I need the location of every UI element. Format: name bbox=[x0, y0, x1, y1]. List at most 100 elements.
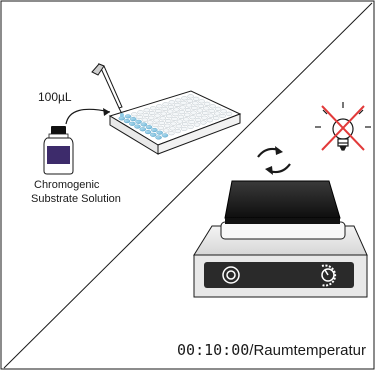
filled-well bbox=[135, 119, 142, 124]
empty-well bbox=[176, 119, 184, 124]
no-light-icon bbox=[315, 102, 371, 151]
empty-well bbox=[147, 115, 155, 120]
filled-well bbox=[139, 127, 147, 132]
filled-well bbox=[118, 116, 126, 121]
empty-well bbox=[185, 103, 193, 108]
empty-well bbox=[136, 114, 143, 120]
incubation-condition: Raumtemperatur bbox=[253, 342, 366, 359]
empty-well bbox=[170, 121, 177, 126]
empty-well bbox=[187, 124, 194, 129]
empty-well bbox=[161, 106, 168, 111]
filled-well bbox=[161, 133, 169, 138]
empty-well bbox=[179, 105, 186, 110]
empty-well bbox=[203, 101, 211, 106]
empty-well bbox=[152, 123, 159, 128]
transfer-arrow bbox=[65, 108, 111, 125]
empty-well bbox=[168, 131, 175, 136]
empty-well bbox=[148, 110, 156, 116]
empty-well bbox=[175, 124, 183, 129]
empty-well bbox=[142, 112, 150, 118]
empty-well bbox=[212, 116, 220, 121]
empty-well bbox=[180, 100, 187, 105]
empty-well bbox=[193, 122, 201, 127]
empty-well bbox=[171, 116, 178, 121]
empty-well bbox=[143, 108, 151, 113]
filled-well bbox=[134, 124, 141, 129]
empty-well bbox=[208, 108, 215, 113]
empty-well bbox=[158, 120, 166, 126]
filled-well bbox=[155, 135, 162, 140]
filled-well bbox=[123, 119, 131, 124]
empty-well bbox=[207, 113, 215, 118]
empty-well bbox=[183, 112, 191, 117]
control-panel bbox=[204, 262, 354, 288]
speed-dial-icon bbox=[222, 266, 240, 284]
diagonal-divider bbox=[3, 2, 373, 369]
empty-well bbox=[206, 118, 214, 123]
empty-well bbox=[166, 109, 174, 114]
empty-well bbox=[189, 115, 196, 120]
empty-well bbox=[168, 100, 176, 105]
empty-well bbox=[197, 103, 205, 108]
empty-well bbox=[164, 118, 172, 124]
empty-well bbox=[178, 110, 186, 115]
incubation-separator: / bbox=[249, 342, 254, 359]
filled-well bbox=[129, 121, 136, 126]
empty-well bbox=[177, 114, 185, 119]
empty-well bbox=[225, 111, 233, 116]
empty-well bbox=[174, 98, 182, 103]
empty-well bbox=[153, 118, 160, 123]
empty-well bbox=[188, 119, 195, 125]
volume-label: 100µL bbox=[38, 90, 72, 104]
empty-well bbox=[192, 101, 199, 106]
timer-dial-icon bbox=[321, 264, 337, 287]
empty-well bbox=[163, 123, 171, 128]
empty-well bbox=[173, 107, 180, 112]
empty-well bbox=[196, 108, 204, 113]
filled-well bbox=[150, 132, 157, 137]
transfer-arrowhead bbox=[103, 108, 110, 116]
empty-well bbox=[200, 120, 207, 125]
empty-well bbox=[195, 113, 203, 118]
empty-well bbox=[202, 106, 210, 111]
empty-well bbox=[172, 112, 179, 117]
empty-well bbox=[181, 96, 188, 101]
empty-well bbox=[154, 113, 161, 118]
empty-well bbox=[174, 129, 182, 134]
empty-well bbox=[219, 113, 226, 119]
empty-well bbox=[155, 108, 162, 114]
reagent-label-line2: Substrate Solution bbox=[31, 193, 121, 205]
empty-well bbox=[209, 104, 216, 109]
empty-well bbox=[192, 96, 200, 101]
empty-well bbox=[182, 117, 190, 122]
empty-well bbox=[162, 102, 169, 107]
empty-well bbox=[198, 99, 205, 104]
empty-well bbox=[184, 107, 192, 113]
empty-well bbox=[174, 102, 181, 107]
filled-well bbox=[124, 114, 132, 119]
plate-wells bbox=[118, 94, 233, 140]
reagent-bottle-icon bbox=[43, 126, 74, 175]
orbital-shaker-icon bbox=[193, 180, 368, 298]
empty-well bbox=[180, 126, 188, 131]
empty-well bbox=[190, 110, 197, 115]
empty-well bbox=[181, 122, 189, 127]
incubation-time: 00:10:00 bbox=[177, 341, 249, 359]
empty-well bbox=[157, 125, 165, 130]
empty-well bbox=[165, 114, 173, 119]
filled-well bbox=[130, 117, 137, 122]
empty-well bbox=[160, 111, 168, 116]
empty-well bbox=[214, 106, 222, 111]
incubation-label: 00:10:00/Raumtemperatur bbox=[177, 341, 366, 359]
empty-well bbox=[213, 111, 221, 116]
empty-well bbox=[159, 116, 167, 121]
empty-well bbox=[194, 117, 202, 122]
rotate-arrows-icon bbox=[257, 146, 291, 175]
96-well-plate-icon bbox=[108, 90, 242, 155]
empty-well bbox=[137, 110, 144, 115]
cross-icon bbox=[321, 105, 365, 151]
empty-well bbox=[149, 106, 157, 111]
